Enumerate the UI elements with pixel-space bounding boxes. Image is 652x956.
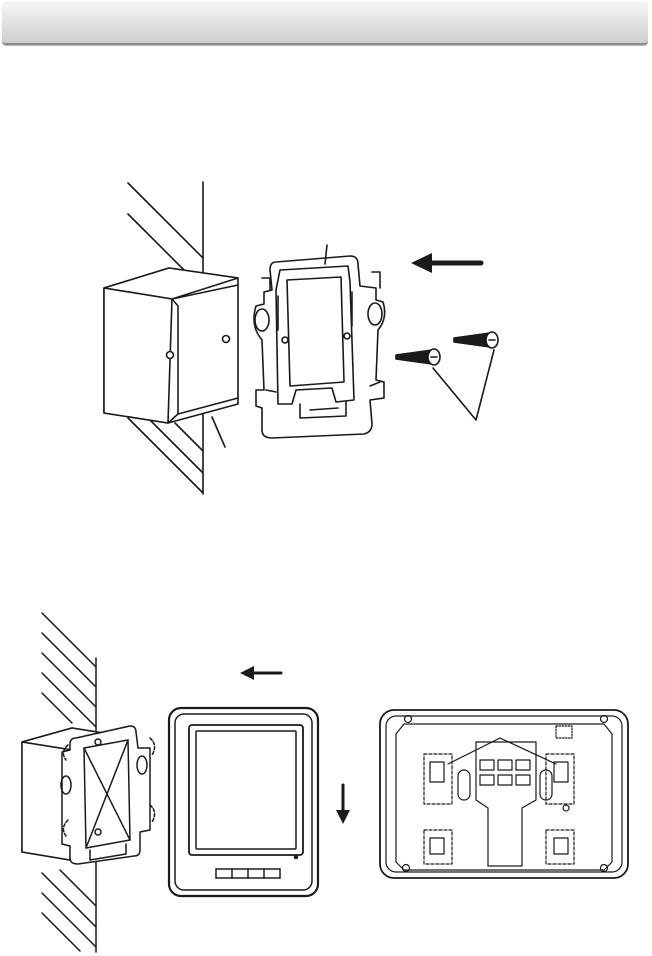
monitor-back-icon (380, 710, 628, 878)
monitor-front-icon (169, 708, 318, 896)
screw-icon (454, 332, 498, 348)
screw-icon (396, 349, 440, 365)
figure-monitor-mount (0, 605, 652, 956)
figure-box-plate-screws (0, 170, 652, 510)
arrow-down-icon (336, 785, 350, 824)
junction-box-icon (104, 268, 238, 447)
mounting-plate-icon (61, 726, 155, 864)
page-header-bar (2, 1, 648, 45)
arrow-left-icon (240, 666, 281, 680)
mounting-plate-icon (254, 245, 385, 438)
arrow-left-icon (411, 253, 481, 273)
